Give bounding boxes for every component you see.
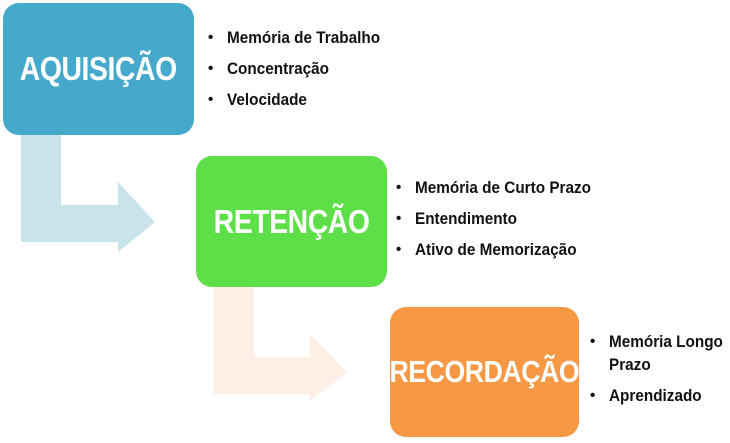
bullet-icon: •	[590, 333, 596, 350]
stage-box-retencao: RETENÇÃO	[196, 156, 387, 287]
stage-label-retencao: RETENÇÃO	[213, 202, 370, 240]
bullet-icon: •	[396, 241, 402, 258]
stage-box-recordacao: RECORDAÇÃO	[389, 307, 580, 437]
list-item: •Velocidade	[208, 84, 397, 115]
bullet-icon: •	[208, 60, 214, 77]
list-item: •Memória de Trabalho	[208, 22, 397, 53]
list-item: •Ativo de Memorização	[396, 234, 611, 265]
list-item: •Concentração	[208, 53, 397, 84]
stage-label-aquisicao: AQUISIÇÃO	[20, 50, 177, 87]
bullet-icon: •	[396, 179, 402, 196]
stage-label-recordacao: RECORDAÇÃO	[389, 354, 580, 389]
stage-list-aquisicao: •Memória de Trabalho •Concentração •Velo…	[208, 22, 397, 115]
bullet-icon: •	[590, 387, 596, 404]
list-item: •Memória de Curto Prazo	[396, 172, 611, 203]
list-item: •Memória Longo Prazo	[590, 332, 723, 374]
stage-list-recordacao: •Memória Longo Prazo •Aprendizado	[590, 330, 730, 415]
bullet-icon: •	[208, 91, 214, 108]
stage-list-retencao: •Memória de Curto Prazo •Entendimento •A…	[396, 172, 611, 265]
list-item: •Entendimento	[396, 203, 611, 234]
bullet-icon: •	[208, 29, 214, 46]
stage-box-aquisicao: AQUISIÇÃO	[3, 3, 194, 135]
arrow-aquisicao-to-retencao	[21, 135, 155, 252]
bullet-icon: •	[396, 210, 402, 227]
arrow-retencao-to-recordacao	[214, 287, 347, 401]
list-item: •Aprendizado	[590, 386, 702, 405]
